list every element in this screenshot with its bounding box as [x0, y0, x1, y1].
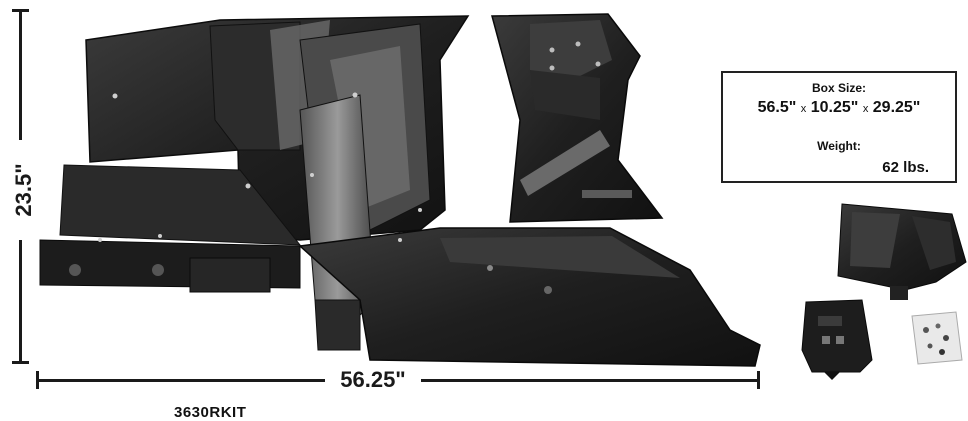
- upper-brace-panel: [491, 13, 664, 223]
- dim-separator: x: [800, 103, 807, 115]
- height-dimension-label: 23.5": [9, 140, 39, 240]
- box-size-dimensions: 56.5" x 10.25" x 29.25": [723, 99, 955, 117]
- box-dim-length: 56.5": [757, 99, 797, 116]
- weight-value: 62 lbs.: [882, 159, 929, 176]
- main-rear-assembly: [39, 15, 761, 367]
- shipping-info-box: Box Size: 56.5" x 10.25" x 29.25" Weight…: [721, 71, 957, 183]
- weight-label: Weight:: [817, 139, 861, 153]
- mounting-block: [801, 299, 873, 380]
- small-bracket-panel: [837, 203, 967, 300]
- part-number: 3630RKIT: [174, 404, 247, 421]
- box-size-label: Box Size:: [811, 81, 866, 95]
- height-dimension-cap-bottom: [12, 361, 29, 364]
- hardware-bag: [911, 311, 963, 365]
- box-dim-width: 10.25": [810, 99, 859, 116]
- dim-separator: x: [862, 103, 869, 115]
- width-dimension-cap-left: [36, 371, 39, 389]
- width-dimension-label: 56.25": [325, 366, 421, 394]
- box-dim-height: 29.25": [872, 99, 921, 116]
- height-dimension-cap-top: [12, 9, 29, 12]
- width-dimension-cap-right: [757, 371, 760, 389]
